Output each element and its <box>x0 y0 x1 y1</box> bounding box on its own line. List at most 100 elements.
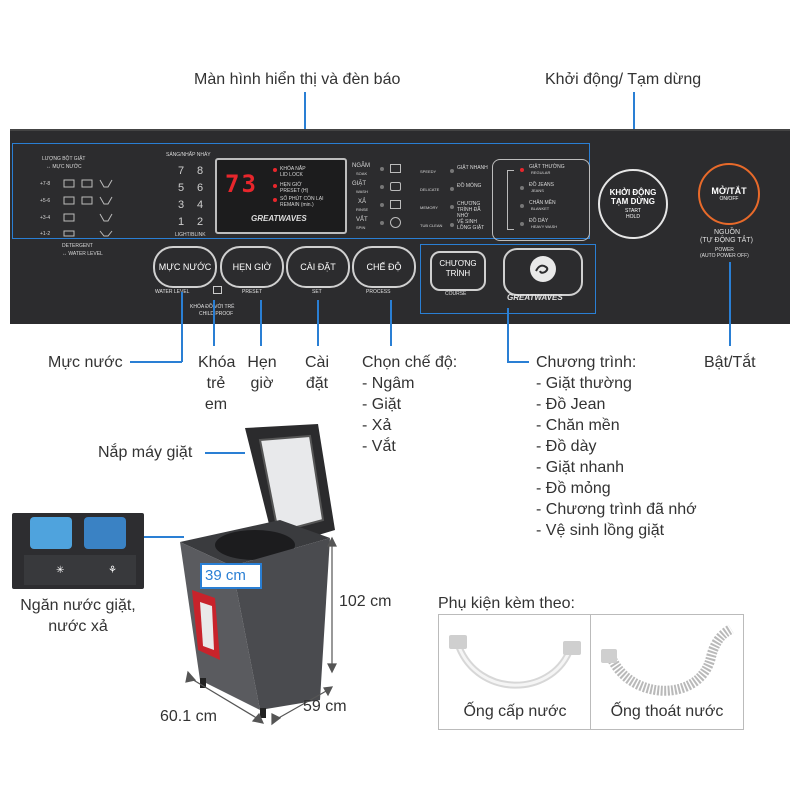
detergent-level: +1-2 <box>40 231 51 237</box>
callout-child-lock: Khóa trẻ em <box>198 353 235 415</box>
power-label: MỞ/TẮT <box>711 186 747 196</box>
leader-line <box>507 361 529 363</box>
course-led <box>450 205 454 209</box>
display-label: SỐ PHÚT CÒN LẠI <box>280 196 324 202</box>
course-led <box>450 169 454 173</box>
width-label: 60.1 cm <box>160 708 217 725</box>
display-label: REMAIN (min.) <box>280 202 314 208</box>
leader-line <box>390 300 392 346</box>
course-vi: GIẶT THƯỜNG <box>529 164 565 170</box>
course-vi: ĐỒ MỎNG <box>457 183 482 189</box>
callout-program-item: - Đồ mỏng <box>536 480 611 497</box>
course-led <box>520 186 524 190</box>
callout-program-item: - Giặt nhanh <box>536 459 625 476</box>
course-en: DELICATE <box>420 187 440 192</box>
power-sub: (AUTO POWER OFF) <box>700 253 749 259</box>
course-led <box>450 187 454 191</box>
callout-drawer-line: Ngăn nước giặt, <box>20 597 136 614</box>
course-en: MEMORY <box>420 205 438 210</box>
timer-button[interactable]: HẸN GIỜ <box>220 246 284 288</box>
light-footer: LIGHT/BLINK <box>175 232 206 238</box>
timer-sub: PRESET <box>242 289 263 295</box>
course-led <box>520 168 524 172</box>
light-title: SÁNG/NHẤP NHÁY <box>166 152 211 158</box>
start-pause-sub: HOLD <box>626 214 640 220</box>
display-digits: 73 <box>225 170 258 198</box>
inlet-hose-icon <box>449 635 581 689</box>
accessory-label: Ống cấp nước <box>463 703 567 720</box>
leader-line <box>317 300 319 346</box>
mode-led <box>380 221 384 225</box>
callout-set-line: đặt <box>305 375 329 392</box>
course-vi: CHĂN MỀN <box>529 200 556 206</box>
detergent-footer: ↔ WATER LEVEL <box>62 251 103 257</box>
callout-set: Cài đặt <box>300 353 334 394</box>
detergent-drawer: ✳ ⚘ <box>12 513 144 589</box>
power-sub: (TỰ ĐỘNG TẮT) <box>700 237 753 244</box>
callout-mode-item: - Giặt <box>362 396 402 413</box>
child-lock-text: CHILD PROOF <box>199 311 234 317</box>
spin-icon <box>390 217 401 228</box>
leader-line <box>507 308 509 363</box>
course-sub: COURSE <box>445 291 467 297</box>
process-button-label: CHẾ ĐỘ <box>366 262 402 272</box>
callout-child-lock-line: em <box>204 396 228 413</box>
callout-water-level: Mực nước <box>48 354 123 371</box>
callout-program-item: - Chương trình đã nhớ <box>536 501 697 518</box>
greatwaves-button[interactable] <box>503 248 583 296</box>
mode-label: GIẶT <box>352 181 367 187</box>
callout-program-item: - Đồ Jean <box>536 396 606 413</box>
leader-line <box>130 361 182 363</box>
callout-program-item: - Giặt thường <box>536 375 632 392</box>
mode-label: SPIN <box>356 225 366 230</box>
detergent-title: ↔ MỰC NƯỚC <box>46 164 82 170</box>
start-pause-button[interactable]: KHỞI ĐỘNG TẠM DỪNG START HOLD <box>598 169 668 239</box>
process-button[interactable]: CHẾ ĐỘ <box>352 246 416 288</box>
course-button-label: CHƯƠNG <box>439 259 477 268</box>
display-label: KHÓA NẮP <box>280 166 306 172</box>
drain-hose-icon <box>601 624 734 696</box>
callout-timer: Hẹn giờ <box>245 353 279 394</box>
indicator-led <box>273 198 277 202</box>
start-pause-label: TẠM DỪNG <box>611 197 655 206</box>
detergent-footer: DETERGENT <box>62 243 93 249</box>
callout-mode-item: - Vắt <box>362 438 396 455</box>
leader-line <box>729 262 731 346</box>
mode-label: VẮT <box>356 217 368 223</box>
course-button-label: TRÌNH <box>445 269 471 278</box>
detergent-level: +7-8 <box>40 181 51 187</box>
callout-lid: Nắp máy giặt <box>98 444 193 461</box>
callout-mode-item: - Xả <box>362 417 392 434</box>
course-en: HEAVY WASH <box>531 224 558 229</box>
course-button[interactable]: CHƯƠNG TRÌNH <box>430 251 486 291</box>
display-window: 73 KHÓA NẮP LID LOCK HẸN GIỜ PRESET (H) … <box>215 158 347 234</box>
mode-led <box>380 185 384 189</box>
callout-mode-item: - Ngâm <box>362 375 415 392</box>
callout-child-lock-line: trẻ <box>206 375 226 392</box>
mode-label: WASH <box>356 189 368 194</box>
accessory-label: Ống thoát nước <box>610 703 724 720</box>
set-button[interactable]: CÀI ĐẶT <box>286 246 350 288</box>
course-list-left: SPEEDY GIẶT NHANH DELICATE ĐỒ MỎNG MEMOR… <box>420 163 500 239</box>
course-en: TUB CLEAN <box>420 223 443 228</box>
callout-drawer-line: nước xả <box>48 618 108 635</box>
drawer-front <box>24 555 136 585</box>
accessories-title: Phụ kiện kèm theo: <box>438 595 575 612</box>
greatwaves-logo: GREATWAVES <box>507 293 563 302</box>
callout-program-item: - Vệ sinh lồng giặt <box>536 522 665 539</box>
level-number: 1 <box>178 216 185 228</box>
wash-icon <box>390 182 401 191</box>
power-button[interactable]: MỞ/TẮT ON/OFF <box>698 163 760 225</box>
callout-program-item: - Đồ dày <box>536 438 597 455</box>
water-level-sub: WATER LEVEL <box>155 289 190 295</box>
course-vi: ĐỒ JEANS <box>529 182 555 188</box>
leader-line <box>304 92 306 142</box>
course-vi: VỆ SINH LỒNG GIẶT <box>457 219 485 231</box>
course-led <box>520 222 524 226</box>
detergent-icons <box>60 176 120 238</box>
mode-label: XẢ <box>358 199 367 205</box>
course-en: JEANS <box>531 188 544 193</box>
detergent-level: +3-4 <box>40 215 51 221</box>
course-en: BLANKET <box>531 206 550 211</box>
water-level-button[interactable]: MỰC NƯỚC <box>153 246 217 288</box>
